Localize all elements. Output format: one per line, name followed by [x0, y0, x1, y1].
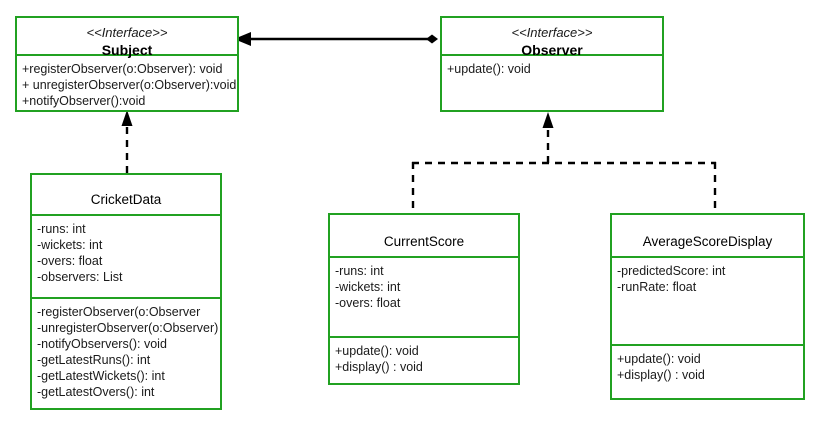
attribute-item: -wickets: int — [37, 238, 103, 252]
attribute-item: -overs: float — [37, 254, 103, 268]
operation-item: +update(): void — [335, 344, 419, 358]
attributes-compartment-cricketdata: -runs: int -wickets: int -overs: float -… — [32, 216, 220, 299]
operation-item: +registerObserver(o:Observer): void — [22, 62, 223, 76]
class-header-averagescoredisplay: AverageScoreDisplay — [612, 215, 803, 258]
filled-arrow-head-icon — [542, 112, 554, 128]
class-name-label: CricketData — [90, 192, 162, 207]
attribute-item: -predictedScore: int — [617, 264, 726, 278]
operation-item: -notifyObservers(): void — [37, 337, 167, 351]
operation-item: -getLatestWickets(): int — [37, 369, 165, 383]
connector-cricketdata-realizes-subject — [121, 110, 133, 173]
filled-diamond-icon — [426, 34, 438, 44]
operations-compartment-cricketdata: -registerObserver(o:Observer -unregister… — [32, 299, 220, 408]
operations-compartment-currentscore: +update(): void +display() : void — [330, 338, 518, 383]
stereotype-label: <<Interface>> — [86, 25, 168, 40]
operation-item: +display() : void — [335, 360, 423, 374]
operation-item: -registerObserver(o:Observer — [37, 305, 201, 319]
attribute-item: -observers: List — [37, 270, 123, 284]
operations-compartment-subject: +registerObserver(o:Observer): void + un… — [17, 56, 237, 113]
class-header-currentscore: CurrentScore — [330, 215, 518, 258]
attributes-compartment-currentscore: -runs: int -wickets: int -overs: float — [330, 258, 518, 338]
stereotype-label: <<Interface>> — [511, 25, 593, 40]
attributes-compartment-averagescoredisplay: -predictedScore: int -runRate: float — [612, 258, 803, 346]
attribute-item: -runs: int — [37, 222, 86, 236]
class-name-label: CurrentScore — [383, 233, 465, 249]
class-header-subject: <<Interface>> Subject — [17, 18, 237, 58]
operations-compartment-averagescoredisplay: +update(): void +display() : void — [612, 346, 803, 399]
attribute-item: -runRate: float — [617, 280, 697, 294]
operation-item: -unregisterObserver(o:Observer) — [37, 321, 219, 335]
class-name-label: Observer — [521, 42, 583, 58]
attribute-item: -overs: float — [335, 296, 401, 310]
connector-observer-to-subject — [234, 32, 438, 46]
operation-item: +notifyObserver():void — [22, 94, 146, 108]
class-box-cricketdata[interactable]: CricketData -runs: int -wickets: int -ov… — [30, 173, 222, 410]
operation-item: + unregisterObserver(o:Observer):void — [22, 78, 237, 92]
class-name-label: AverageScoreDisplay — [642, 233, 773, 249]
operation-item: +display() : void — [617, 367, 705, 382]
class-header-cricketdata: CricketData — [32, 175, 220, 216]
class-name-label: Subject — [101, 42, 153, 58]
attribute-item: -runs: int — [335, 264, 384, 278]
operation-item: -getLatestOvers(): int — [37, 385, 155, 399]
class-box-currentscore[interactable]: CurrentScore -runs: int -wickets: int -o… — [328, 213, 520, 385]
class-header-observer: <<Interface>> Observer — [442, 18, 662, 58]
class-box-observer[interactable]: <<Interface>> Observer +update(): void — [440, 16, 664, 112]
attribute-item: -wickets: int — [335, 280, 401, 294]
class-box-subject[interactable]: <<Interface>> Subject +registerObserver(… — [15, 16, 239, 112]
operations-compartment-observer: +update(): void — [442, 56, 662, 110]
connector-observers-realization-tree — [411, 112, 717, 213]
operation-item: +update(): void — [617, 351, 701, 366]
operation-item: -getLatestRuns(): int — [37, 353, 151, 367]
operation-item: +update(): void — [447, 62, 531, 76]
class-box-averagescoredisplay[interactable]: AverageScoreDisplay -predictedScore: int… — [610, 213, 805, 400]
